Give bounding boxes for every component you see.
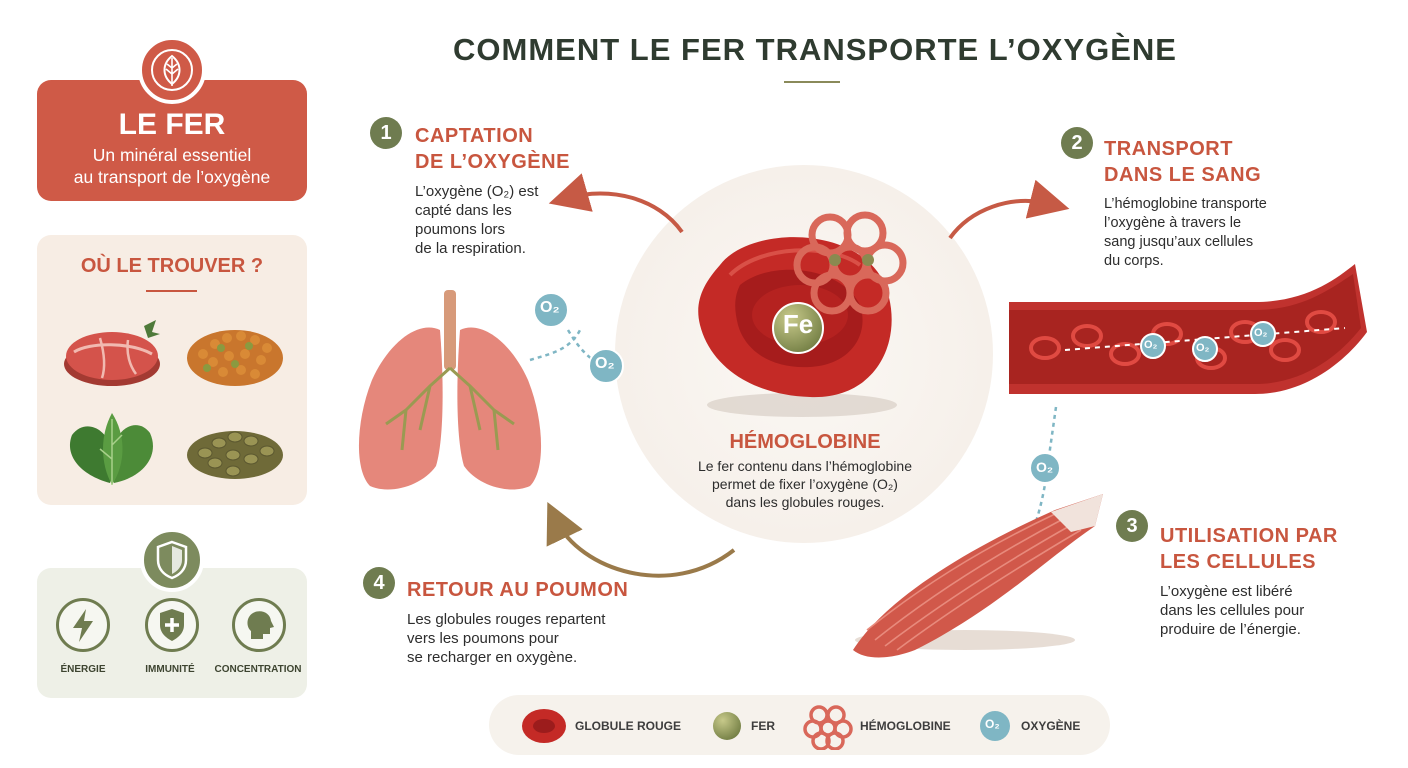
leaf-badge [138,36,206,104]
step-3-description: L’oxygène est libéré dans les cellules p… [1160,582,1340,639]
hemoglobin-line2: permet de fixer l’oxygène (O₂) [712,476,898,492]
legend-red-blood-cell-icon [522,709,566,743]
step-4-number: 4 [363,567,395,599]
step-1-line1: L’oxygène (O₂) est [415,183,539,200]
step-3-title-line1: UTILISATION PAR [1160,525,1338,547]
legend-oxygen-label: OXYGÈNE [1021,719,1081,733]
spinach-icon [69,413,153,485]
lungs-illustration [358,290,542,490]
step-2-number: 2 [1061,127,1093,159]
shield-badge [140,528,204,592]
step-1-line3: poumons lors [415,221,506,238]
concentration-icon-circle [232,598,286,652]
legend-hemoglobin-label: HÉMOGLOBINE [860,719,951,733]
hemoglobin-icon [793,211,907,315]
iron-sphere [772,302,824,354]
step-1-title-line2: DE L’OXYGÈNE [415,151,570,173]
step-2-line1: L’hémoglobine transporte [1104,196,1267,212]
cycle-arrows [546,173,1070,578]
step-1-description: L’oxygène (O₂) est capté dans les poumon… [415,182,565,258]
arrow-to-lungs [548,173,684,234]
legend-oxygen-icon [980,711,1010,741]
legend-oxygen-symbol: O₂ [985,717,1000,731]
oxygen-label-3: O₂ [1144,339,1158,351]
step-2-title: TRANSPORT DANS LE SANG [1104,136,1261,188]
arrow-to-blood [948,179,1070,240]
lentils-icon [187,330,283,386]
oxygen-label-6: O₂ [1036,459,1054,475]
step-4-description: Les globules rouges repartent vers les p… [407,610,617,667]
lightning-icon [73,609,93,642]
shield-icon [156,540,188,580]
iron-card-subtitle-line1: Un minéral essentiel [92,145,252,165]
iron-symbol: Fe [782,309,814,339]
iron-card-subtitle: Un minéral essentiel au transport de l’o… [37,144,307,188]
step-1-number: 1 [370,117,402,149]
step-1-title: CAPTATION DE L’OXYGÈNE [415,123,570,175]
step-3-line2: dans les cellules pour [1160,602,1305,619]
oxygen-label-1: O₂ [540,299,560,316]
step-1-title-line1: CAPTATION [415,125,534,147]
step-2-line2: l’oxygène à travers le [1104,215,1242,231]
sources-title: OÙ LE TROUVER ? [80,255,264,277]
legend-iron-label: FER [751,719,775,733]
muscle-illustration [853,494,1103,658]
step-1-line2: capté dans les [415,202,512,219]
head-icon [247,611,274,639]
legend-iron-icon [713,712,741,740]
sources-divider [146,290,197,292]
page-title: COMMENT LE FER TRANSPORTE L’OXYGÈNE [453,32,1177,67]
immunity-icon-circle [145,598,199,652]
hemoglobin-line1: Le fer contenu dans l’hémoglobine [697,458,913,474]
shield-plus-icon [160,609,184,641]
oxygen-to-muscle [1028,406,1061,538]
step-3-title-line2: LES CELLULES [1160,551,1317,573]
hemoglobin-line3: dans les globules rouges. [725,494,885,510]
energy-icon-circle [56,598,110,652]
arrow-return [546,501,736,578]
step-2-title-line1: TRANSPORT [1104,138,1233,160]
oxygen-label-5: O₂ [1254,327,1268,339]
title-divider [784,81,840,83]
benefit-immunity-label: IMMUNITÉ [145,664,195,675]
iron-card-title: LE FER [118,108,226,141]
oxygen-label-2: O₂ [595,355,615,372]
step-4-line2: vers les poumons pour [407,630,559,647]
legend-red-blood-cell-label: GLOBULE ROUGE [575,719,682,733]
hemoglobin-title: HÉMOGLOBINE [729,431,881,453]
benefit-energy-label: ÉNERGIE [60,664,106,675]
hemoglobin-description: Le fer contenu dans l’hémoglobine permet… [680,457,930,511]
green-lentils-icon [187,431,283,479]
step-2-title-line2: DANS LE SANG [1104,164,1262,186]
legend-hemoglobin-icon [803,705,853,750]
step-2-line4: du corps. [1104,253,1164,269]
step-1-line4: de la respiration. [415,240,526,257]
step-3-line1: L’oxygène est libéré [1160,583,1293,600]
benefit-concentration-label: CONCENTRATION [214,664,302,675]
step-4-line3: se recharger en oxygène. [407,649,578,666]
oxygen-label-4: O₂ [1196,342,1210,354]
step-4-title: RETOUR AU POUMON [407,579,629,601]
step-2-description: L’hémoglobine transporte l’oxygène à tra… [1104,195,1294,271]
oxygen-bubbles-lungs [529,292,624,384]
step-2-line3: sang jusqu’aux cellules [1104,234,1254,250]
leaf-icon [151,49,193,91]
step-3-line3: produire de l’énergie. [1160,621,1301,638]
iron-card-subtitle-line2: au transport de l’oxygène [73,167,271,187]
step-4-line1: Les globules rouges repartent [407,611,606,628]
blood-vessel-illustration [1009,264,1367,394]
step-3-number: 3 [1116,510,1148,542]
red-meat-icon [64,320,160,386]
step-3-title: UTILISATION PAR LES CELLULES [1160,523,1338,575]
